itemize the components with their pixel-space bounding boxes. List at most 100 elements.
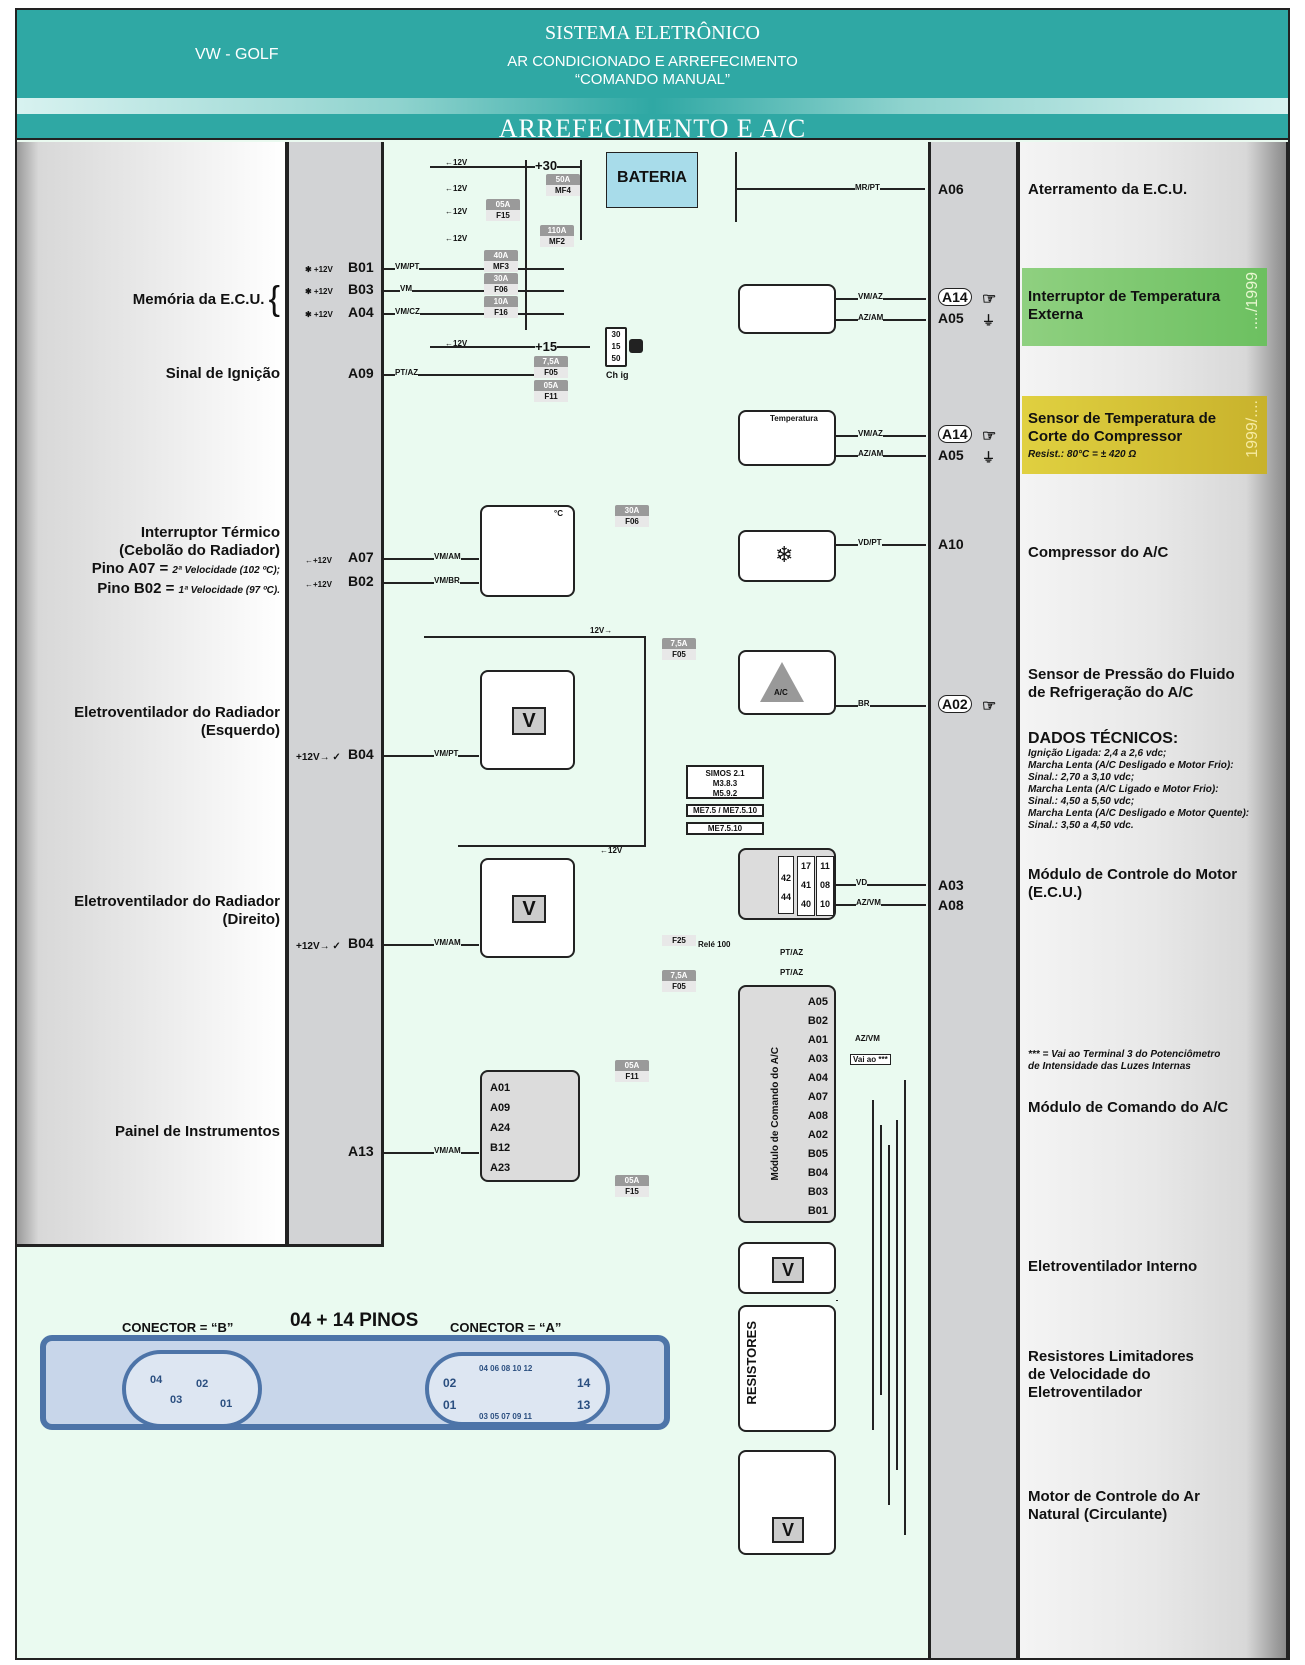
connector-b: 04 02 03 01 [122, 1350, 262, 1428]
pin-a04: A04 [348, 304, 374, 320]
pin-prefix: ←+12V [305, 580, 332, 589]
rele-label: Relé 100 [698, 940, 731, 949]
pin-prefix: +12V→ ✓ [296, 941, 341, 952]
external-temp-switch [738, 284, 836, 334]
wire-color: AZ/AM [858, 449, 884, 458]
fuse-f25: F25 [662, 935, 696, 959]
pin-b03: B03 [348, 281, 374, 297]
subtitle: AR CONDICIONADO E ARREFECIMENTO “COMANDO… [17, 53, 1288, 89]
label-sinal-ignicao: Sinal de Ignição [165, 365, 280, 382]
arrow-12v: ←12V [445, 207, 468, 216]
footnote: *** = Vai ao Terminal 3 do Potenciômetro… [1028, 1049, 1221, 1072]
year-range-label: ..../1999 [1244, 272, 1261, 330]
ac-compressor-clutch: ❄ [738, 530, 836, 582]
pin-b01: B01 [348, 259, 374, 275]
recirculation-motor: V [738, 1450, 836, 1555]
pointing-hand-icon: ☞ [982, 428, 997, 445]
pin-prefix: ←+12V [305, 556, 332, 565]
pin-prefix: ✱ +12V [305, 265, 333, 274]
year-band-green [1022, 268, 1267, 346]
label-memoria-ecu: Memória da E.C.U. { [132, 280, 280, 318]
battery: BATERIA [606, 152, 698, 208]
connector-b-label: CONECTOR = “B” [122, 1320, 234, 1335]
subtitle-line-1: AR CONDICIONADO E ARREFECIMENTO [507, 53, 798, 70]
snowflake-icon: ❄ [775, 542, 794, 567]
pin-a03: A03 [938, 877, 964, 893]
ground-icon: ⏚ [982, 450, 996, 465]
pin-a06: A06 [938, 181, 964, 197]
pin-prefix: ✱ +12V [305, 310, 333, 319]
ecu-variant-box: ME7.5.10 [686, 822, 764, 835]
pin-a14: A14 [938, 288, 972, 306]
system-title: SISTEMA ELETRÔNICO [545, 22, 760, 44]
pin-a07: A07 [348, 549, 374, 565]
left-radiator-fan: V [480, 670, 575, 770]
wire-color: VM/BR [434, 576, 460, 585]
label-dados-tecnicos: DADOS TÉCNICOS: [1028, 730, 1179, 747]
year-band-yellow [1022, 396, 1267, 474]
arrow-12v: ←12V [445, 158, 468, 167]
wire-color: AZ/VM [855, 1034, 880, 1043]
wire-color: VM/CZ [395, 307, 420, 316]
arrow-12v: 12V→ [590, 626, 613, 635]
label-aterramento: Aterramento da E.C.U. [1028, 181, 1188, 198]
year-range-label: 1999/.... [1244, 400, 1261, 458]
wire-color: PT/AZ [395, 368, 419, 377]
ignition-switch-label: Ch ig [606, 370, 629, 380]
pin-b02: B02 [348, 573, 374, 589]
wire-color: VM/PT [434, 749, 459, 758]
wire-color: VD/PT [858, 538, 882, 547]
header-stripe [17, 98, 1288, 114]
section-title: ARREFECIMENTO E A/C [498, 114, 807, 143]
pin-prefix: +12V→ ✓ [296, 752, 341, 763]
wire-color: AZ/AM [858, 313, 884, 322]
wire-color: PT/AZ [780, 968, 804, 977]
key-icon [629, 339, 643, 353]
ground-icon: ⏚ [982, 313, 996, 328]
blower-resistors: RESISTORES [738, 1305, 836, 1432]
pin-a02: A02 [938, 695, 972, 713]
label-modulo-motor: Módulo de Controle do Motor(E.C.U.) [1028, 866, 1238, 901]
wire-color: VM/PT [395, 262, 420, 271]
right-radiator-fan: V [480, 858, 575, 958]
pin-a14: A14 [938, 425, 972, 443]
label-eletro-direito: Eletroventilador do Radiador(Direito) [74, 893, 280, 928]
label-eletro-esquerdo: Eletroventilador do Radiador(Esquerdo) [74, 704, 280, 739]
right-pin-panel [928, 142, 1020, 1658]
connector-a-label: CONECTOR = “A” [450, 1320, 562, 1335]
wire-color: VM/AZ [858, 292, 883, 301]
pin-a09: A09 [348, 365, 374, 381]
dados-tecnicos-list: Ignição Ligada: 2,4 a 2,6 vdc;Marcha Len… [1028, 748, 1250, 831]
wire-color: VM/AM [434, 552, 461, 561]
arrow-12v: ←12V [445, 234, 468, 243]
pointing-hand-icon: ☞ [982, 698, 997, 715]
pin-a10: A10 [938, 536, 964, 552]
left-pin-panel [289, 142, 384, 1247]
pin-a05: A05 [938, 447, 964, 463]
ac-pressure-sensor: A/C [738, 650, 836, 715]
warning-triangle-icon [760, 662, 804, 702]
label-painel-instrumentos: Painel de Instrumentos [114, 1123, 280, 1140]
pin-b04-right-fan: B04 [348, 935, 374, 951]
left-label-panel [17, 142, 289, 1247]
wire-color: VM/AM [434, 938, 461, 947]
arrow-12v: ←12V [600, 846, 623, 855]
